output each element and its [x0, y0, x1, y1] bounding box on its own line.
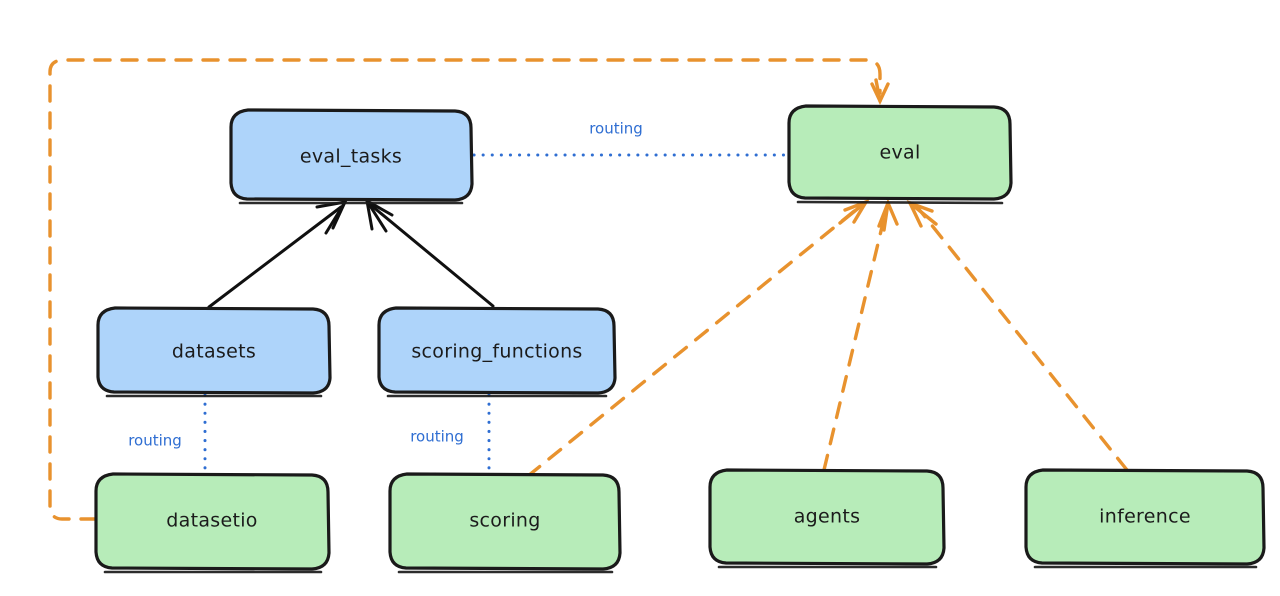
edge-scoring_functions-eval_tasks [364, 198, 495, 308]
node-label-scoring: scoring [469, 510, 540, 532]
edge-label-routing-scoring: routing [410, 428, 464, 446]
edge-datasets-eval_tasks [207, 200, 348, 309]
edge-datasets-datasetio: routing [128, 393, 207, 476]
node-inference[interactable]: inference [1024, 468, 1266, 569]
node-eval_tasks[interactable]: eval_tasks [229, 108, 474, 205]
edge-label-routing-eval: routing [589, 120, 643, 138]
node-scoring[interactable]: scoring [388, 472, 622, 574]
node-eval[interactable]: eval [787, 104, 1013, 205]
node-label-eval: eval [879, 142, 920, 164]
node-agents[interactable]: agents [708, 468, 946, 569]
edge-agents-eval [822, 198, 899, 472]
node-label-scoring_functions: scoring_functions [411, 341, 582, 363]
node-label-agents: agents [794, 506, 861, 528]
edge-eval_tasks-eval: routing [472, 120, 790, 157]
edge-datasetio-eval [48, 58, 890, 521]
node-label-eval_tasks: eval_tasks [300, 146, 402, 168]
edge-label-routing-datasetio: routing [128, 432, 182, 450]
node-label-inference: inference [1099, 506, 1191, 528]
node-datasets[interactable]: datasets [96, 306, 332, 398]
edge-inference-eval [906, 199, 1129, 472]
node-scoring_functions[interactable]: scoring_functions [377, 306, 617, 398]
node-datasetio[interactable]: datasetio [94, 472, 331, 574]
edge-scoring_functions-scoring: routing [410, 393, 491, 476]
node-label-datasetio: datasetio [166, 510, 257, 532]
node-label-datasets: datasets [172, 341, 256, 363]
